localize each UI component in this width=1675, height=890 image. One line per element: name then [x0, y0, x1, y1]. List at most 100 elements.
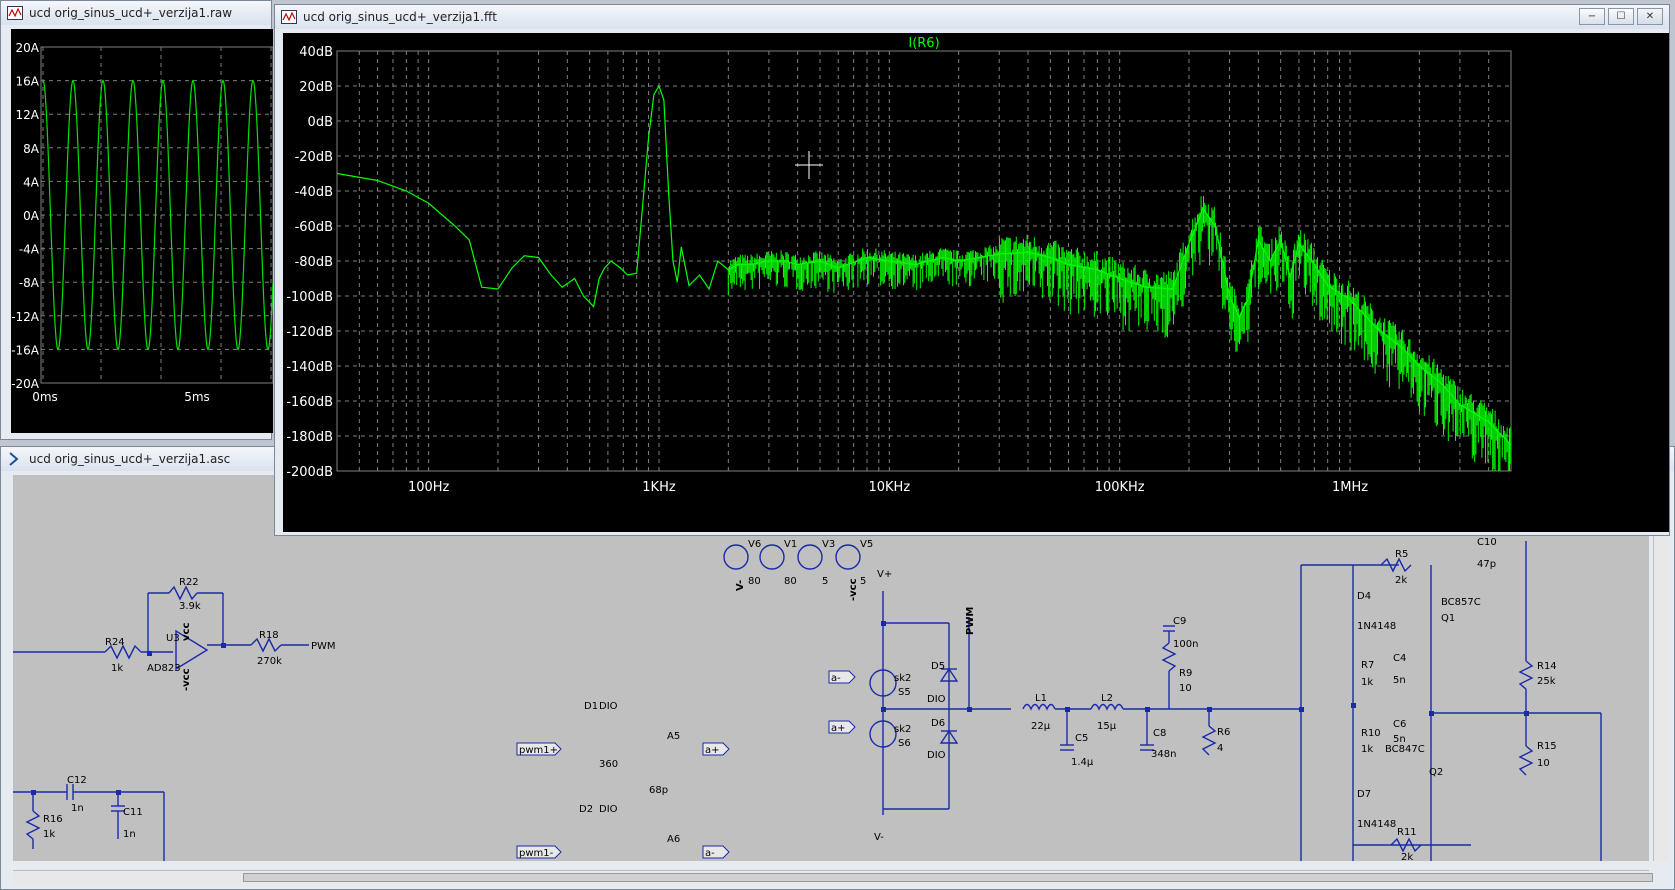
- port-a-minus-in: a-: [831, 673, 841, 684]
- vertical-scrollbar[interactable]: [1653, 475, 1668, 861]
- fft-y-tick-label: -120dB: [286, 325, 333, 340]
- schematic-junctions: [31, 621, 1529, 795]
- port-pwm1-plus: pwm1+: [519, 745, 558, 756]
- close-button[interactable]: ✕: [1637, 8, 1663, 25]
- vminus-label: V-: [874, 832, 884, 843]
- c12-label: C12: [67, 775, 87, 786]
- fft-window[interactable]: ucd orig_sinus_ucd+_verzija1.fft − ☐ ✕ 4…: [274, 4, 1670, 536]
- vcc-label-bottom: -vcc: [181, 668, 192, 691]
- r10-value: 1k: [1361, 744, 1373, 755]
- d6-label: D6: [931, 718, 945, 729]
- sk2b-label: sk2: [894, 724, 911, 735]
- maximize-button[interactable]: ☐: [1608, 8, 1634, 25]
- raw-y-tick-label: 12A: [16, 108, 40, 122]
- c4-label: C4: [1393, 653, 1406, 664]
- l1-value: 22µ: [1031, 721, 1051, 732]
- v3-label: V3: [822, 539, 835, 550]
- vcc-label-top: vcc: [181, 623, 192, 641]
- raw-y-tick-label: 20A: [16, 41, 40, 55]
- l1-label: L1: [1035, 693, 1047, 704]
- c5-label: C5: [1075, 733, 1088, 744]
- r16-value: 1k: [43, 829, 55, 840]
- c9-label: C9: [1173, 616, 1186, 627]
- d7-label: D7: [1357, 789, 1371, 800]
- c5-value: 1.4µ: [1071, 757, 1094, 768]
- waveform-icon: [281, 10, 297, 24]
- r5-label: R5: [1395, 549, 1408, 560]
- raw-y-tick-label: 0A: [23, 209, 40, 223]
- port-pwm1-minus: pwm1-: [519, 848, 554, 859]
- r16-label: R16: [43, 814, 63, 825]
- r11-label: R11: [1397, 827, 1417, 838]
- vminus-source-label: V-: [735, 580, 746, 591]
- raw-y-tick-label: -16A: [11, 343, 40, 357]
- q2-label: Q2: [1429, 767, 1443, 778]
- r5-value: 2k: [1395, 575, 1407, 586]
- schematic-ports: pwm1+ pwm1- a+ a- a- a+: [516, 670, 856, 859]
- port-a-minus-out: a-: [705, 848, 715, 859]
- schematic-drawing[interactable]: R24 1k R22 3.9k U3 AD823 R18 270k PWM C1…: [13, 475, 1649, 861]
- a6-label: A6: [667, 834, 680, 845]
- c8-label: C8: [1153, 728, 1166, 739]
- v1-label: V1: [784, 539, 797, 550]
- r15-label: R15: [1537, 741, 1557, 752]
- vplus-label: V+: [877, 569, 892, 580]
- schematic-wires: [13, 541, 1602, 861]
- v5-value: 5: [860, 576, 866, 587]
- fft-window-titlebar[interactable]: ucd orig_sinus_ucd+_verzija1.fft − ☐ ✕: [275, 5, 1669, 29]
- raw-window-titlebar[interactable]: ucd orig_sinus_ucd+_verzija1.raw: [1, 1, 271, 25]
- d7-model: 1N4148: [1357, 819, 1396, 830]
- fft-y-tick-label: -40dB: [295, 185, 333, 200]
- horizontal-scrollbar-thumb[interactable]: [243, 873, 1653, 882]
- horizontal-scrollbar[interactable]: [13, 870, 1653, 885]
- raw-trace: [42, 79, 274, 351]
- fft-trace-label[interactable]: I(R6): [908, 36, 939, 51]
- d5-model: DIO: [927, 694, 946, 705]
- waveform-icon: [7, 6, 23, 20]
- s5-label: S5: [898, 687, 911, 698]
- r11-value: 2k: [1401, 852, 1413, 861]
- c4-value: 5n: [1393, 675, 1406, 686]
- fft-y-tick-label: -60dB: [295, 220, 333, 235]
- r14-value: 25k: [1537, 676, 1556, 687]
- c10-value: 47p: [1477, 559, 1496, 570]
- l2-value: 15µ: [1097, 721, 1117, 732]
- fft-y-tick-label: -160dB: [286, 395, 333, 410]
- d5-label: D5: [931, 661, 945, 672]
- fft-y-tick-label: -80dB: [295, 255, 333, 270]
- raw-y-tick-label: -12A: [11, 310, 40, 324]
- raw-x-tick-label: 0ms: [32, 390, 58, 404]
- raw-y-tick-label: 4A: [23, 175, 40, 189]
- r10-label: R10: [1361, 728, 1381, 739]
- fft-y-tick-label: -200dB: [286, 465, 333, 480]
- c11-label: C11: [123, 807, 143, 818]
- fft-chart[interactable]: 40dB20dB0dB-20dB-40dB-60dB-80dB-100dB-12…: [283, 33, 1669, 532]
- port-a-plus-out: a+: [705, 745, 720, 756]
- d2-label: D2: [579, 804, 593, 815]
- c6-value: 5n: [1393, 734, 1406, 745]
- d2-model: DIO: [599, 804, 618, 815]
- fft-x-tick-label: 100Hz: [408, 480, 450, 495]
- minimize-button[interactable]: −: [1579, 8, 1605, 25]
- r9-label: R9: [1179, 668, 1192, 679]
- port-a-plus-in: a+: [831, 723, 846, 734]
- c12-value: 1n: [71, 803, 84, 814]
- fft-y-tick-label: -20dB: [295, 150, 333, 165]
- c68p-value: 68p: [649, 785, 668, 796]
- schematic-canvas[interactable]: R24 1k R22 3.9k U3 AD823 R18 270k PWM C1…: [13, 475, 1649, 861]
- q1-label: Q1: [1441, 613, 1455, 624]
- c10-label: C10: [1477, 537, 1497, 548]
- fft-y-tick-label: -180dB: [286, 430, 333, 445]
- r24-value: 1k: [111, 663, 123, 674]
- c8-value: 348n: [1151, 749, 1176, 760]
- sk2a-label: sk2: [894, 673, 911, 684]
- c9-value: 100n: [1173, 639, 1198, 650]
- fft-x-tick-label: 1MHz: [1332, 480, 1368, 495]
- r24-label: R24: [105, 637, 125, 648]
- d6-model: DIO: [927, 750, 946, 761]
- v6-value: 80: [748, 576, 761, 587]
